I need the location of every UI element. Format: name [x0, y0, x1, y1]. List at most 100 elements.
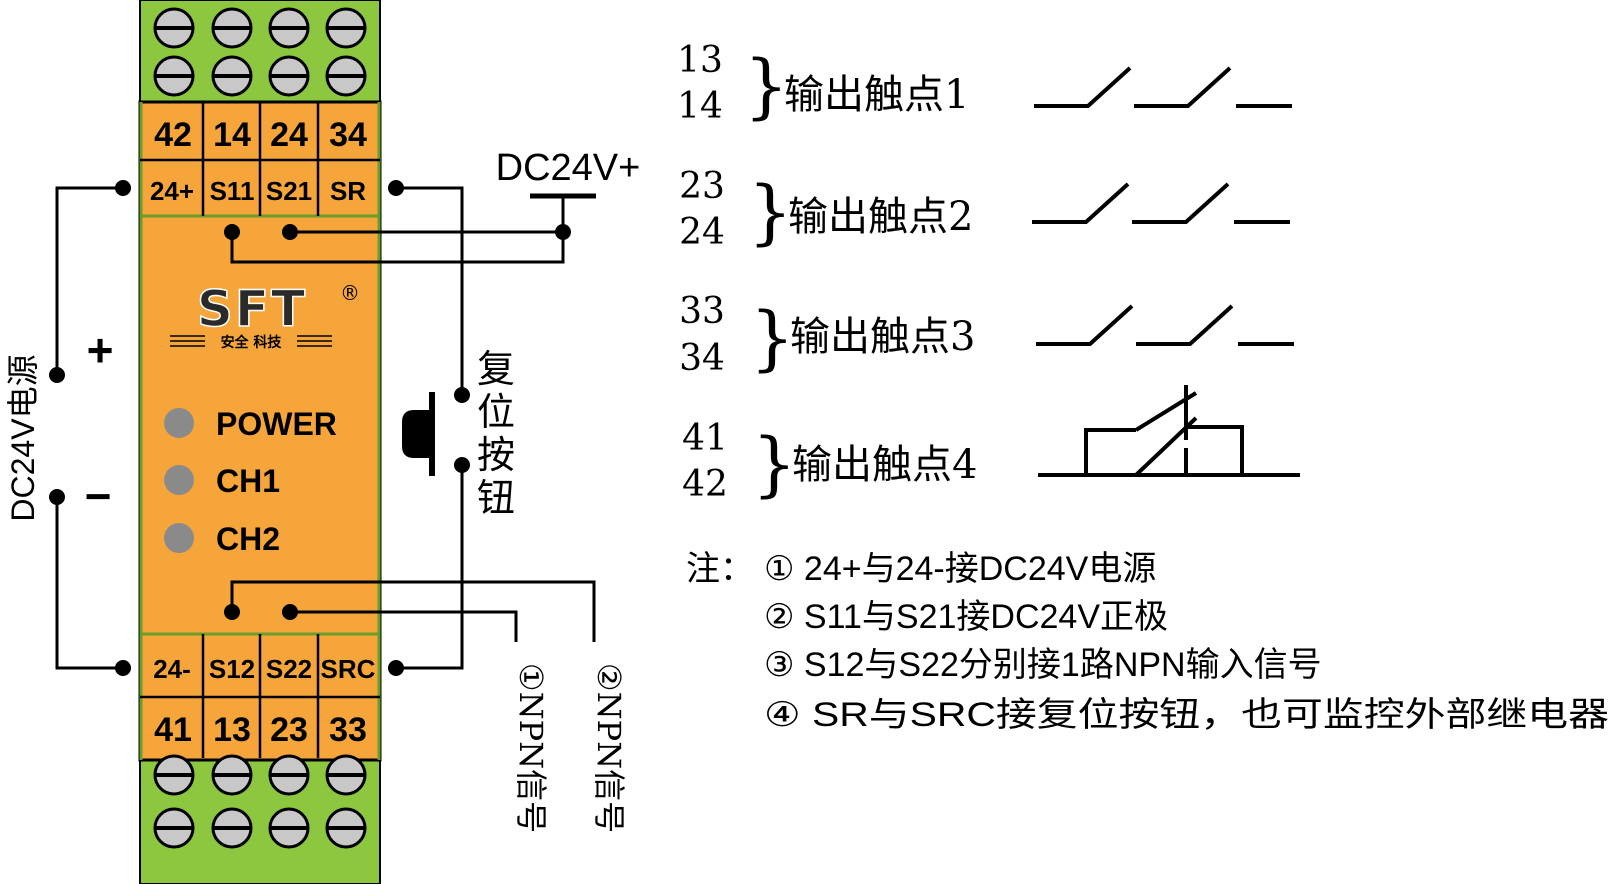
terminal-label: S12: [209, 654, 255, 684]
junction-dot: [388, 660, 404, 676]
terminal-label: 24-: [153, 654, 191, 684]
normally-closed-contact-icon: [1038, 385, 1300, 477]
power-led-icon: [164, 408, 194, 438]
terminal-label: 41: [154, 711, 192, 749]
screw-icon[interactable]: [268, 7, 310, 49]
junction-dot: [454, 387, 470, 403]
wire-junctions: [49, 180, 571, 676]
brand-logo: SFT ® 安全 科技: [170, 279, 360, 351]
note-item-1: ① 24+与24-接DC24V电源: [764, 550, 1156, 588]
power-supply-label: DC24V电源: [5, 354, 41, 521]
contact-terminal-a: 41: [682, 418, 728, 459]
contact-label: 输出触点4: [792, 442, 977, 488]
terminal-label: 13: [213, 711, 251, 749]
screw-row-top-2: [153, 55, 367, 97]
brand-name: SFT: [197, 280, 307, 338]
screw-icon[interactable]: [153, 7, 195, 49]
led-label-power: POWER: [216, 406, 337, 442]
screw-icon[interactable]: [153, 754, 195, 796]
ch1-led-icon: [164, 465, 194, 495]
npn-signal-2-label: ②NPN信号: [590, 663, 628, 833]
screw-icon[interactable]: [211, 55, 253, 97]
screw-icon[interactable]: [268, 754, 310, 796]
svg-text:按: 按: [477, 433, 515, 477]
screw-row-bottom-2: [153, 807, 367, 849]
wiring: [55, 186, 596, 670]
output-contact-3: 33 34 } 输出触点3: [679, 291, 975, 379]
dc-supply-label: DC24V+: [496, 147, 641, 189]
screw-icon[interactable]: [325, 754, 367, 796]
screw-row-bottom-1: [153, 754, 367, 796]
junction-dot: [224, 604, 240, 620]
normally-open-contact-icon: [1032, 182, 1290, 224]
ch2-led-icon: [164, 523, 194, 553]
normally-open-contact-icon: [1036, 304, 1294, 346]
screw-icon[interactable]: [325, 807, 367, 849]
svg-text:复: 复: [477, 347, 515, 391]
contact-terminal-b: 34: [679, 338, 725, 379]
junction-dot: [115, 180, 131, 196]
brace-icon: }: [750, 297, 795, 379]
output-contacts: 13 14 } 输出触点1 23 24 } 输出触点2 33 34 } 输出触点…: [677, 40, 1300, 505]
junction-dot: [282, 224, 298, 240]
svg-text:位: 位: [477, 390, 515, 434]
contact-label: 输出触点2: [788, 194, 973, 240]
junction-dot: [282, 604, 298, 620]
led-label-ch1: CH1: [216, 463, 280, 499]
contact-label: 输出触点1: [784, 72, 969, 118]
terminal-label: 24: [270, 116, 308, 154]
contact-label: 输出触点3: [790, 314, 975, 360]
screw-icon[interactable]: [211, 754, 253, 796]
note-item-2: ② S11与S21接DC24V正极: [764, 598, 1168, 636]
terminal-label: 33: [329, 711, 367, 749]
contact-terminal-b: 24: [679, 212, 725, 253]
terminal-label: 23: [270, 711, 308, 749]
output-contact-4: 41 42 } 输出触点4: [682, 418, 977, 505]
screw-icon[interactable]: [153, 55, 195, 97]
plus-sign: +: [87, 324, 114, 376]
terminal-label: 34: [329, 116, 367, 154]
junction-dot: [555, 224, 571, 240]
brace-icon: }: [748, 171, 793, 253]
led-label-ch2: CH2: [216, 521, 280, 557]
terminal-label: S11: [210, 176, 255, 206]
relay-module: 42 14 24 34 24+ S11 S21 SR 24- S12 S22 S…: [138, 0, 382, 884]
screw-icon[interactable]: [268, 55, 310, 97]
terminal-label: SR: [330, 176, 366, 206]
registered-mark: ®: [340, 281, 360, 305]
output-contact-2: 23 24 } 输出触点2: [679, 166, 973, 253]
contact-terminal-a: 33: [679, 291, 725, 332]
top-terminal-labels-row2: 24+ S11 S21 SR: [150, 176, 366, 206]
screw-icon[interactable]: [325, 55, 367, 97]
led-indicators: POWER CH1 CH2: [164, 406, 337, 557]
reset-button-icon[interactable]: [402, 392, 435, 476]
svg-text:钮: 钮: [477, 476, 515, 520]
junction-dot: [49, 489, 65, 505]
terminal-label: 24+: [150, 176, 194, 206]
screw-icon[interactable]: [211, 807, 253, 849]
reset-button-label: 复 位 按 钮: [477, 347, 515, 520]
screw-icon[interactable]: [153, 807, 195, 849]
top-terminal-labels-row1: 42 14 24 34: [154, 116, 367, 154]
bottom-terminal-labels-row1: 24- S12 S22 SRC: [153, 654, 375, 684]
contact-terminal-b: 42: [682, 464, 728, 505]
junction-dot: [115, 660, 131, 676]
bottom-terminal-labels-row2: 41 13 23 33: [154, 711, 367, 749]
minus-sign: −: [85, 470, 112, 522]
contact-terminal-a: 13: [677, 40, 723, 81]
screw-icon[interactable]: [325, 7, 367, 49]
screw-icon[interactable]: [211, 7, 253, 49]
contact-terminal-b: 14: [677, 86, 723, 127]
normally-open-contact-icon: [1034, 66, 1292, 108]
junction-dot: [224, 224, 240, 240]
terminal-label: 14: [213, 116, 251, 154]
junction-dot: [454, 457, 470, 473]
junction-dot: [388, 180, 404, 196]
terminal-label: S21: [266, 176, 312, 206]
brace-icon: }: [752, 423, 797, 505]
screw-row-top-1: [153, 7, 367, 49]
note-item-3: ③ S12与S22分别接1路NPN输入信号: [764, 646, 1322, 684]
screw-icon[interactable]: [268, 807, 310, 849]
brace-icon: }: [744, 45, 789, 127]
npn-signal-1-label: ①NPN信号: [512, 663, 550, 833]
